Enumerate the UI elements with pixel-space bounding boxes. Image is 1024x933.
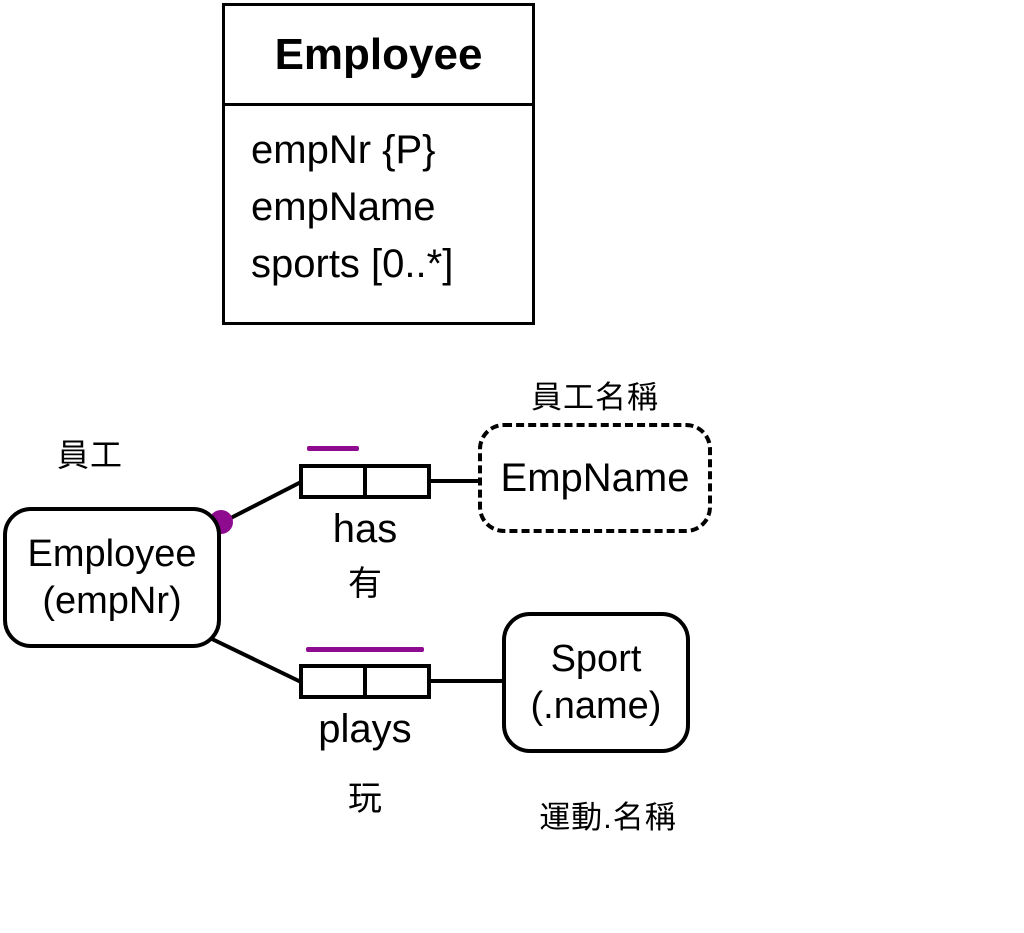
plays-predicate-label: plays	[318, 707, 412, 751]
uniqueness-constraint-bar-plays	[306, 647, 424, 652]
empname-value-type-name: EmpName	[500, 455, 690, 500]
employee-entity-chinese-label: 員工	[57, 437, 124, 473]
uml-class-title: Employee	[225, 6, 532, 106]
role-box	[299, 664, 365, 699]
uml-class-attributes: empNr {P} empName sports [0..*]	[225, 106, 532, 293]
has-role-boxes	[299, 464, 431, 499]
connector-employee-has	[220, 480, 302, 525]
empname-value-type: EmpName	[478, 423, 712, 533]
uml-class-employee: Employee empNr {P} empName sports [0..*]	[222, 3, 535, 325]
employee-entity: Employee (empNr)	[3, 507, 221, 648]
sport-entity-name: Sport	[550, 637, 642, 680]
empname-chinese-label: 員工名稱	[531, 380, 659, 415]
role-box	[365, 464, 431, 499]
employee-entity-refmode: (empNr)	[42, 579, 182, 622]
uml-attribute: empName	[251, 185, 436, 229]
plays-role-boxes	[299, 664, 431, 699]
has-predicate-chinese-label: 有	[348, 565, 382, 603]
connector-employee-plays	[211, 637, 302, 684]
uml-attribute: sports [0..*]	[251, 242, 454, 286]
sport-entity: Sport (.name)	[502, 612, 690, 753]
role-box	[365, 664, 431, 699]
uml-attribute: empNr {P}	[251, 128, 436, 172]
uniqueness-constraint-bar-has	[307, 446, 359, 451]
employee-entity-name: Employee	[27, 532, 197, 575]
role-box	[299, 464, 365, 499]
plays-predicate-chinese-label: 玩	[348, 780, 382, 818]
has-predicate-label: has	[332, 507, 398, 551]
sport-entity-refmode: (.name)	[530, 684, 662, 727]
sport-chinese-label: 運動.名稱	[539, 800, 677, 835]
